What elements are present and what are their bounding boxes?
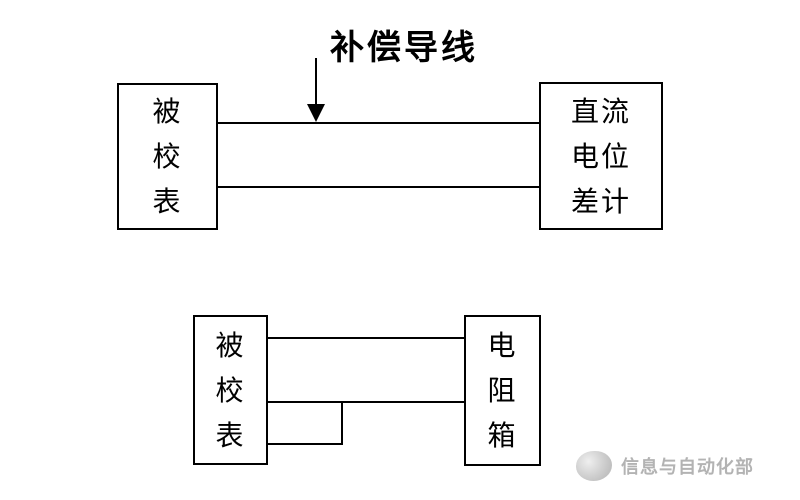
box-label-line: 被 xyxy=(152,96,183,127)
box-meter-under-test-bottom: 被 校 表 xyxy=(193,315,268,465)
wire-bottom-middle xyxy=(267,401,464,403)
arrow-shaft xyxy=(315,58,317,106)
box-label-line: 被 xyxy=(215,329,246,361)
box-label-line: 差计 xyxy=(570,185,631,217)
box-label-line: 校 xyxy=(215,374,246,406)
box-label-line: 表 xyxy=(152,186,183,217)
box-label-line: 电位 xyxy=(570,140,631,172)
wire-bottom-upper xyxy=(267,337,464,339)
wire-top-upper xyxy=(218,122,539,124)
box-dc-potentiometer: 直流 电位 差计 xyxy=(539,82,663,230)
box-label-line: 电 xyxy=(487,330,518,361)
box-label-line: 校 xyxy=(152,141,183,172)
wire-stub-horizontal xyxy=(267,443,343,445)
department-emblem-icon xyxy=(576,451,612,481)
box-resistance-box: 电 阻 箱 xyxy=(464,315,541,466)
compensation-wire-title: 补偿导线 xyxy=(330,29,478,67)
box-label-line: 直流 xyxy=(570,95,631,127)
box-label-line: 箱 xyxy=(487,420,518,451)
wire-top-lower xyxy=(218,186,539,188)
watermark-text: 信息与自动化部 xyxy=(621,457,754,477)
box-meter-under-test-top: 被 校 表 xyxy=(117,83,218,230)
wire-stub-vertical xyxy=(341,401,343,445)
watermark: 信息与自动化部 xyxy=(576,449,754,483)
box-label-line: 表 xyxy=(215,419,246,451)
box-label-line: 阻 xyxy=(487,375,518,406)
arrow-head xyxy=(307,104,325,122)
